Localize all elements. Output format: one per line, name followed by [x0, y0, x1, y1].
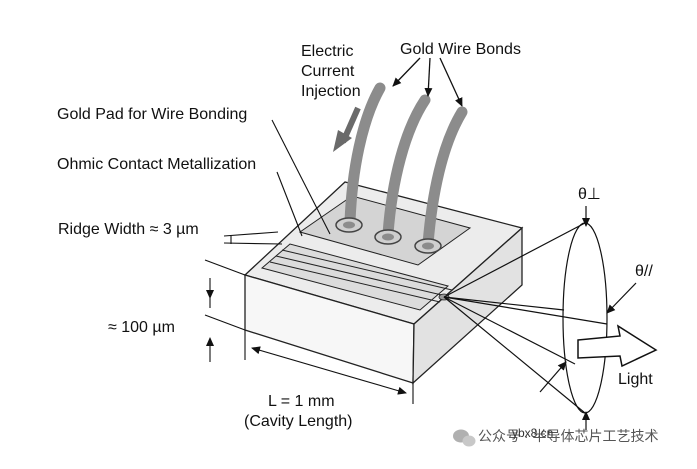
leader-lines: [223, 119, 331, 245]
theta-perp-label: θ⊥: [578, 186, 601, 203]
wire-bond-2: [382, 94, 431, 240]
ridge-waveguide: [269, 249, 453, 303]
theta-par-label: θ//: [635, 263, 653, 280]
length-dimension: [244, 330, 414, 404]
watermark: 公众号 · 半导体芯片工艺技术 ybx8.cn: [453, 426, 658, 447]
length-label-1: L = 1 mm: [268, 393, 335, 410]
electric-label-1: Electric: [301, 43, 353, 60]
electric-label-2: Current: [301, 63, 355, 80]
bond-ball-1-core: [343, 221, 355, 229]
light-arrow: [577, 324, 658, 368]
bond-ball-2-core: [382, 233, 394, 241]
theta-par-arrow: [606, 282, 637, 314]
ohmic-contact-label: Ohmic Contact Metallization: [57, 156, 256, 173]
theta-perp-arrows: [539, 206, 590, 430]
electric-label-3: Injection: [301, 83, 361, 100]
wire-bond-pointers: [392, 57, 463, 107]
light-label: Light: [618, 371, 653, 388]
watermark-site: ybx8.cn: [512, 426, 553, 440]
length-label-2: (Cavity Length): [244, 413, 353, 430]
gold-wire-bonds: [335, 82, 468, 254]
bond-ball-3-core: [422, 242, 434, 250]
wire-bond-1: [344, 82, 386, 228]
emission-cone: [443, 222, 608, 414]
ridge-width-label: Ridge Width ≈ 3 µm: [58, 221, 199, 238]
thickness-label: ≈ 100 µm: [108, 319, 175, 336]
wechat-icon: [453, 429, 476, 447]
gold-wire-bonds-label: Gold Wire Bonds: [400, 41, 521, 58]
wire-bond-3: [422, 106, 468, 250]
watermark-channel: 公众号 · 半导体芯片工艺技术: [478, 428, 658, 444]
gold-pad-label: Gold Pad for Wire Bonding: [57, 106, 247, 123]
current-injection-arrow: [333, 106, 361, 152]
ohmic-contact-strip: [260, 243, 450, 311]
chip-right-face: [412, 226, 523, 385]
thickness-dimension: [204, 259, 246, 362]
